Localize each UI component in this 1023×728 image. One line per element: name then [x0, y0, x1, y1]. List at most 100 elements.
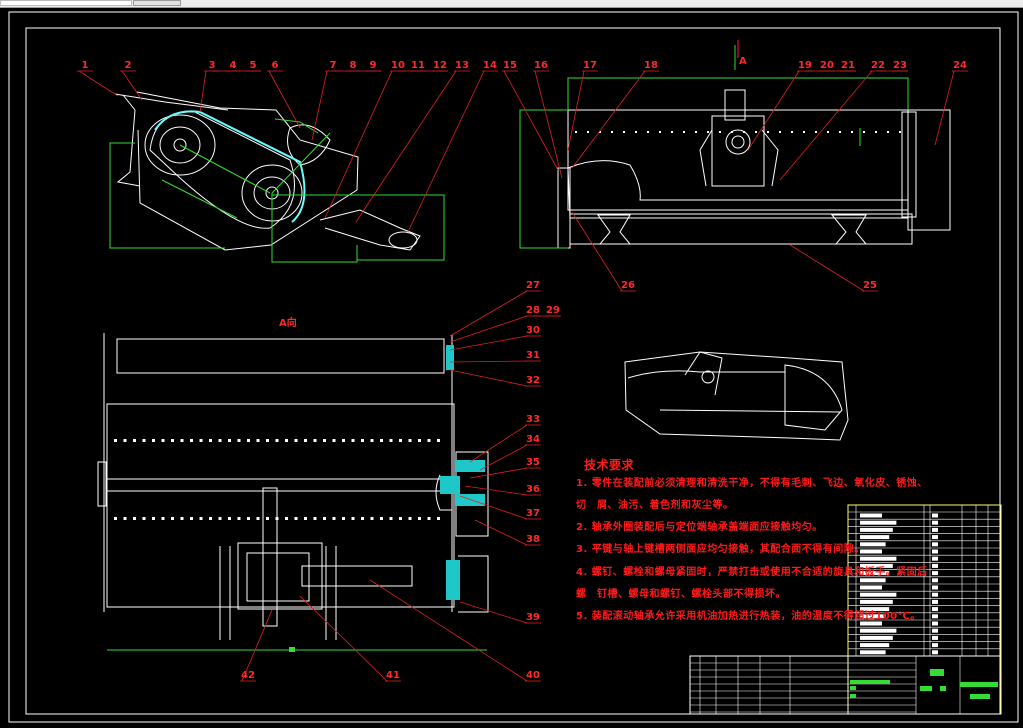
hole-mark	[755, 131, 757, 133]
hole-mark	[342, 517, 345, 520]
part-number-20: 20	[820, 60, 834, 71]
hole-mark	[408, 517, 412, 520]
title-entry	[960, 682, 998, 687]
leader-line	[474, 519, 528, 546]
hole-mark	[683, 131, 685, 133]
inner-frame	[25, 27, 1001, 715]
front-view-dimensions	[519, 45, 909, 249]
hole-mark	[180, 439, 184, 442]
hole-mark	[743, 131, 745, 133]
leader-line	[464, 485, 528, 496]
hole-mark	[247, 439, 250, 442]
requirement-line: 4. 螺钉、螺栓和螺母紧固时，严禁打击或使用不合适的旋具和扳手。紧固后	[576, 567, 928, 578]
part-number-39: 39	[526, 612, 540, 623]
parts-list-entry	[932, 628, 938, 633]
hole-mark	[142, 517, 146, 520]
leader-line	[311, 70, 328, 141]
part-number-9: 9	[370, 60, 377, 71]
parts-list-entry	[860, 563, 893, 568]
hole-mark	[190, 517, 193, 520]
command-field[interactable]	[0, 0, 132, 6]
part-number-31: 31	[526, 350, 540, 361]
hole-mark	[851, 131, 853, 133]
leader-line	[241, 609, 273, 682]
title-entry	[850, 694, 856, 698]
part-number-38: 38	[526, 534, 540, 545]
part-number-27: 27	[526, 280, 540, 291]
parts-list-entry	[932, 643, 938, 648]
hole-mark	[707, 131, 709, 133]
part-number-40: 40	[526, 670, 540, 681]
hole-mark	[209, 517, 212, 520]
title-entry	[920, 686, 932, 691]
part-number-14: 14	[483, 60, 497, 71]
isometric-view	[624, 351, 849, 441]
hole-mark	[190, 439, 193, 442]
parts-list-entry	[932, 535, 938, 540]
requirement-line: 1. 零件在装配前必须清理和清洗干净，不得有毛刺、飞边、氧化皮、锈蚀、	[576, 478, 928, 489]
hole-mark	[228, 439, 231, 442]
hole-mark	[133, 439, 136, 442]
hole-mark	[237, 439, 241, 442]
leader-line	[479, 444, 528, 471]
hole-mark	[875, 131, 877, 133]
hole-mark	[228, 517, 231, 520]
hole-mark	[380, 439, 383, 442]
hole-mark	[370, 439, 374, 442]
leader-line	[449, 369, 528, 387]
part-number-26: 26	[621, 280, 635, 291]
parts-list-entry	[932, 520, 938, 525]
hole-mark	[791, 131, 793, 133]
leader-line	[789, 244, 865, 292]
view-direction-label: A	[739, 56, 747, 67]
parts-list-entry	[932, 578, 938, 583]
hole-mark	[815, 131, 817, 133]
parts-list-entry	[932, 513, 938, 518]
requirements-title: 技术要求	[584, 458, 635, 472]
hole-mark	[294, 439, 298, 442]
outer-frame	[8, 11, 1019, 723]
hole-mark	[152, 439, 155, 442]
part-number-16: 16	[534, 60, 548, 71]
title-entry	[850, 686, 856, 690]
parts-list-entry	[860, 592, 897, 597]
a-view-holes	[114, 439, 440, 520]
part-number-7: 7	[330, 60, 337, 71]
parts-list-entry	[932, 585, 938, 590]
parts-list-entry	[860, 643, 890, 648]
hole-mark	[133, 517, 136, 520]
leader-line	[469, 424, 528, 463]
hole-mark	[313, 439, 317, 442]
parts-list-entry	[860, 556, 897, 561]
leader-line	[78, 70, 119, 97]
leader-line	[407, 70, 485, 233]
parts-list-entry	[932, 592, 938, 597]
part-number-12: 12	[433, 60, 447, 71]
hole-mark	[304, 439, 307, 442]
part-number-17: 17	[583, 60, 597, 71]
hole-mark	[863, 131, 865, 133]
part-number-21: 21	[841, 60, 855, 71]
part-number-24: 24	[953, 60, 967, 71]
parts-list-entry	[932, 563, 938, 568]
hole-mark	[887, 131, 889, 133]
hole-mark	[323, 439, 326, 442]
hole-mark	[199, 517, 203, 520]
hole-mark	[114, 517, 117, 520]
hole-mark	[647, 131, 649, 133]
hole-mark	[671, 131, 673, 133]
parts-list-entry	[860, 621, 882, 626]
part-number-36: 36	[526, 484, 540, 495]
parts-list-entry	[860, 549, 882, 554]
part-number-6: 6	[272, 60, 279, 71]
leader-line	[268, 70, 301, 129]
parts-list-entry	[860, 614, 886, 619]
leader-line	[571, 70, 646, 169]
leader-line	[459, 601, 528, 624]
hole-mark	[399, 439, 402, 442]
a-view	[97, 333, 489, 640]
hole-mark	[342, 439, 345, 442]
toolbar-button[interactable]	[133, 0, 181, 6]
parts-list-entry	[860, 571, 890, 576]
